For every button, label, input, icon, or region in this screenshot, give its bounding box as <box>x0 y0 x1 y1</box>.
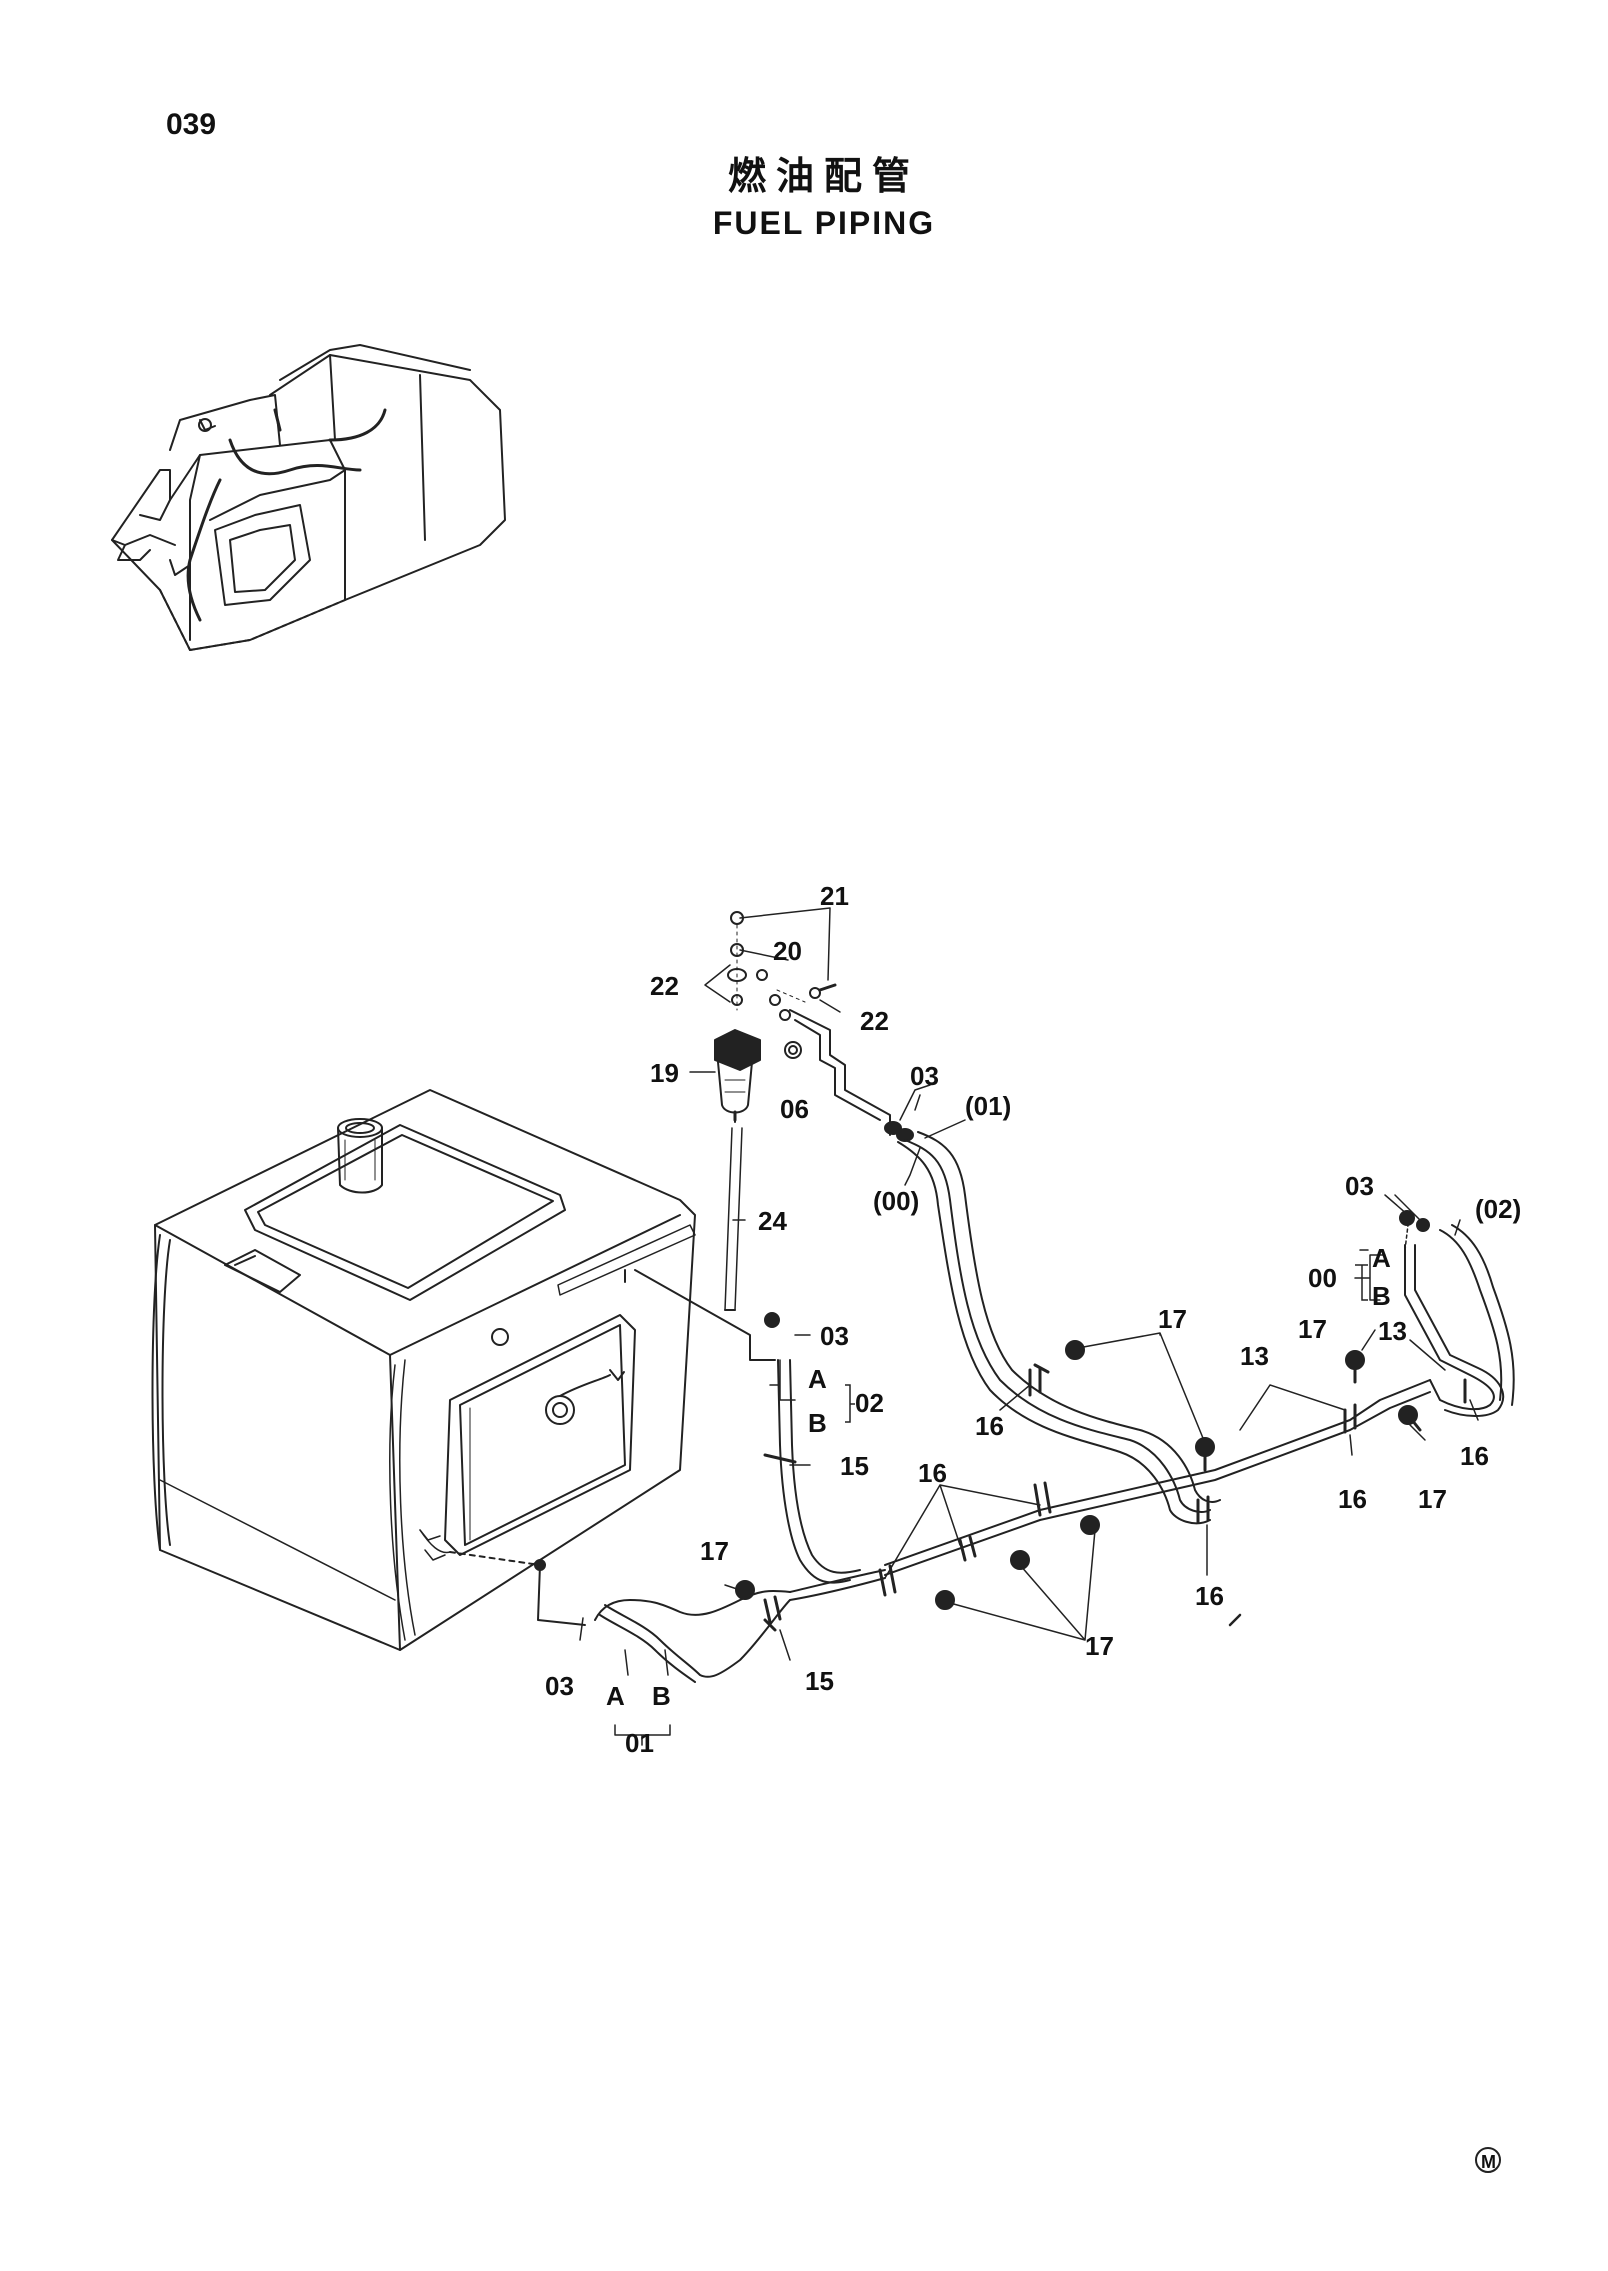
callout-labels: 21 20 22 22 19 06 03 (01) (00) 24 03 (02… <box>545 881 1521 1758</box>
callout-02-paren: (02) <box>1475 1194 1521 1224</box>
callout-21: 21 <box>820 881 849 911</box>
callout-00-paren: (00) <box>873 1186 919 1216</box>
callout-17-lower: 17 <box>1085 1631 1114 1661</box>
callout-02: 02 <box>855 1388 884 1418</box>
callout-01-paren: (01) <box>965 1091 1011 1121</box>
callout-13-right: 13 <box>1378 1316 1407 1346</box>
callout-01-b: B <box>652 1681 671 1711</box>
callout-03-filter: 03 <box>910 1061 939 1091</box>
callout-01-a: A <box>606 1681 625 1711</box>
callout-16-upper: 16 <box>975 1411 1004 1441</box>
callout-01: 01 <box>625 1728 654 1758</box>
callout-16-right: 16 <box>1338 1484 1367 1514</box>
page-number: 039 <box>166 108 217 141</box>
callout-22-left: 22 <box>650 971 679 1001</box>
callout-15-upper: 15 <box>840 1451 869 1481</box>
callout-03-bottom: 03 <box>545 1671 574 1701</box>
machine-overview-illustration <box>111 344 506 651</box>
callout-02-b: B <box>808 1408 827 1438</box>
leader-lines <box>579 907 1479 1746</box>
callout-13-left: 13 <box>1240 1341 1269 1371</box>
callout-24: 24 <box>758 1206 787 1236</box>
callout-20: 20 <box>773 936 802 966</box>
callout-17-right-upper: 17 <box>1298 1314 1327 1344</box>
callout-17-far-right: 17 <box>1418 1484 1447 1514</box>
callout-00-a: A <box>1372 1243 1391 1273</box>
page-title-english: FUEL PIPING <box>712 205 936 241</box>
callout-19: 19 <box>650 1058 679 1088</box>
m-mark: M <box>1475 2147 1501 2173</box>
callout-16-lower: 16 <box>1195 1581 1224 1611</box>
m-mark-letter: M <box>1481 2152 1496 2172</box>
bracket-lines <box>845 1264 1368 1423</box>
callout-02-a: A <box>808 1364 827 1394</box>
fuel-tank <box>151 1089 776 1651</box>
page-title-chinese: 燃油配管 <box>727 156 920 198</box>
clamps-and-bolts <box>735 1210 1467 1632</box>
callout-16-far-right: 16 <box>1460 1441 1489 1471</box>
callout-22-right: 22 <box>860 1006 889 1036</box>
callout-16-middle: 16 <box>918 1458 947 1488</box>
fuel-hoses <box>594 1131 1515 1683</box>
callout-15-lower: 15 <box>805 1666 834 1696</box>
callout-00: 00 <box>1308 1263 1337 1293</box>
callout-00-b: B <box>1372 1281 1391 1311</box>
callout-03-right: 03 <box>1345 1171 1374 1201</box>
callout-06: 06 <box>780 1094 809 1124</box>
callout-03-tank: 03 <box>820 1321 849 1351</box>
callout-17-upper: 17 <box>1158 1304 1187 1334</box>
fuel-filter-assembly <box>714 911 914 1311</box>
callout-17-left: 17 <box>700 1536 729 1566</box>
